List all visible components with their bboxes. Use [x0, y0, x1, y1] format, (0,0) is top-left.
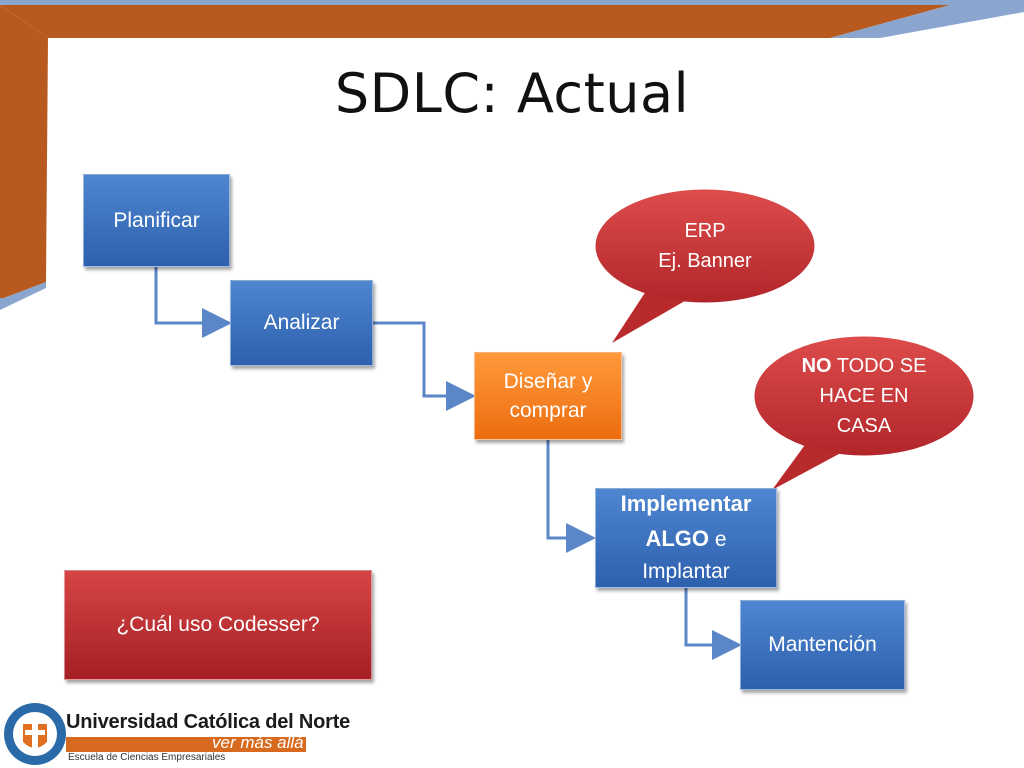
- step-implementar-line2: ALGO e: [645, 525, 727, 551]
- step-disenar-line2: comprar: [509, 399, 587, 422]
- step-mantencion-label: Mantención: [768, 633, 877, 657]
- erp-label: ERP: [684, 220, 726, 242]
- university-name: Universidad Católica del Norte: [66, 711, 351, 733]
- question-text: ¿Cuál uso Codesser?: [116, 613, 320, 637]
- school-name: Escuela de Ciencias Empresariales: [68, 752, 226, 763]
- casa-line2: HACE EN: [819, 385, 909, 407]
- step-disenar-line1: Diseñar y: [503, 369, 593, 393]
- slogan-bar: [66, 737, 306, 752]
- step-analizar: Analizar: [230, 280, 373, 366]
- step-planificar-label: Planificar: [113, 208, 200, 232]
- question-box: ¿Cuál uso Codesser?: [64, 570, 372, 680]
- step-planificar: Planificar: [83, 174, 230, 267]
- step-disenar-comprar: Diseñar y comprar: [474, 352, 622, 440]
- university-seal-icon: [4, 703, 66, 765]
- step-analizar-label: Analizar: [263, 311, 340, 335]
- casa-line3: CASA: [836, 415, 892, 437]
- step-implementar: Implementar ALGO e Implantar: [595, 488, 777, 588]
- casa-callout-text: NO TODO SE HACE EN CASA: [784, 351, 944, 441]
- erp-callout-text: ERP Ej. Banner: [640, 216, 770, 276]
- university-slogan: ver más allá: [212, 733, 304, 752]
- casa-line1: NO TODO SE: [801, 355, 927, 377]
- erp-bubble: [594, 188, 816, 343]
- erp-example: Ej. Banner: [658, 250, 752, 272]
- slide-title: SDLC: Actual: [334, 62, 690, 125]
- step-implementar-line3: Implantar: [642, 560, 730, 584]
- casa-bubble: [753, 335, 975, 490]
- step-implementar-line1: Implementar: [620, 491, 752, 517]
- step-mantencion: Mantención: [740, 600, 905, 690]
